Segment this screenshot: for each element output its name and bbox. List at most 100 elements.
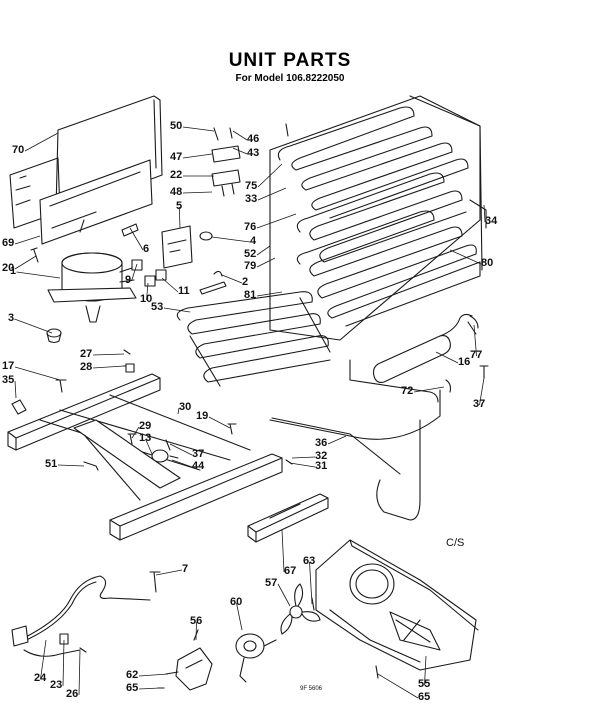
leader-c62: [138, 673, 169, 677]
mounting-screws: [211, 123, 289, 197]
part-4: [199, 231, 213, 241]
leader-c1: [16, 271, 61, 279]
leader-c81: [256, 291, 283, 297]
callout-c2: 2: [242, 276, 249, 288]
leader-c3: [14, 318, 53, 334]
callout-c65a: 65: [126, 682, 139, 694]
leader-c55: [424, 655, 427, 686]
callout-c51: 51: [45, 458, 58, 470]
callout-c46: 46: [247, 133, 260, 145]
leader-c65a: [138, 687, 161, 690]
callout-leaders: [14, 126, 486, 699]
leader-c32: [291, 456, 316, 459]
leader-c36: [327, 435, 347, 445]
leader-c2: [221, 274, 243, 284]
callout-c4: 4: [250, 235, 257, 247]
callout-c16: 16: [458, 356, 471, 368]
note-cs: C/S: [446, 537, 465, 549]
callout-c32: 32: [315, 450, 328, 462]
bracket-5: [161, 225, 193, 269]
callout-c19: 19: [196, 410, 209, 422]
callout-c81: 81: [244, 289, 257, 301]
callout-c33: 33: [245, 193, 258, 205]
callout-c44: 44: [192, 460, 205, 472]
leader-c77: [473, 324, 477, 357]
callout-c55: 55: [418, 678, 431, 690]
callout-c69: 69: [2, 237, 15, 249]
leader-c24: [40, 639, 47, 680]
leader-c65b: [377, 673, 419, 699]
insulation-panel-69: [39, 159, 153, 245]
callout-c77: 77: [470, 349, 483, 361]
callout-c80: 80: [481, 257, 494, 269]
callout-c27: 27: [80, 348, 93, 360]
callout-c17: 17: [2, 360, 15, 372]
callout-c6: 6: [143, 243, 150, 255]
callout-c63: 63: [303, 555, 316, 567]
lower-coil-53: [176, 291, 331, 387]
callout-c75: 75: [245, 180, 258, 192]
callout-c5: 5: [176, 200, 183, 212]
leader-c20: [14, 255, 37, 270]
clip-77: [467, 315, 479, 335]
callout-c79: 79: [244, 260, 257, 272]
leader-c19: [208, 416, 231, 429]
leader-c5: [178, 206, 181, 229]
callout-c48: 48: [170, 186, 183, 198]
callout-c62: 62: [126, 669, 139, 681]
compressor-1: [47, 252, 137, 323]
leader-c75: [257, 163, 283, 188]
callout-c13: 13: [139, 432, 152, 444]
leader-c17: [14, 366, 61, 381]
leader-c57: [277, 583, 291, 607]
callout-c37a: 37: [473, 398, 486, 410]
callout-c1: 1: [10, 265, 17, 277]
leader-c16: [435, 351, 459, 364]
screw-63: [311, 597, 315, 611]
callout-c72: 72: [401, 385, 414, 397]
leader-c31: [289, 462, 316, 468]
leader-c37b: [169, 443, 193, 456]
leader-c50: [182, 126, 215, 132]
diagram-subtitle: For Model 106.8222050: [235, 73, 345, 84]
leader-c27: [92, 353, 125, 356]
base-frame: [7, 373, 283, 541]
callout-c10: 10: [140, 293, 153, 305]
leader-c72: [413, 386, 445, 393]
callout-c30: 30: [179, 401, 192, 413]
leader-c29: [131, 426, 140, 439]
callout-c22: 22: [170, 169, 183, 181]
screw-20: [30, 247, 39, 263]
leader-c51: [57, 464, 85, 467]
callout-c76: 76: [244, 221, 257, 233]
fan-blade-57: [280, 583, 321, 635]
callout-c67: 67: [284, 565, 297, 577]
callout-c52: 52: [244, 248, 257, 260]
callout-c37b: 37: [192, 448, 205, 460]
callout-c31: 31: [315, 460, 328, 472]
leader-c69: [14, 235, 41, 245]
screw-37-upper: [479, 365, 489, 379]
callout-c9: 9: [125, 274, 132, 286]
leader-c48: [182, 191, 213, 194]
leader-c67: [281, 529, 285, 573]
leader-c23: [62, 639, 65, 687]
leader-c28: [92, 365, 125, 369]
leader-c26: [78, 649, 81, 696]
leader-c53: [163, 307, 191, 313]
clip-72: [445, 379, 452, 393]
callout-c53: 53: [151, 301, 164, 313]
evaporator-coil: [269, 95, 487, 341]
callout-c29: 29: [139, 420, 152, 432]
motor-bracket-56: [175, 629, 213, 691]
callout-c43: 43: [247, 147, 260, 159]
leader-c7: [155, 569, 183, 576]
screw-62: [165, 671, 179, 675]
callout-c35: 35: [2, 374, 15, 386]
leader-c43: [232, 147, 248, 155]
leader-c70: [24, 132, 59, 152]
strap-2: [199, 281, 227, 295]
screw-7: [149, 571, 161, 593]
leader-c13: [145, 438, 153, 455]
